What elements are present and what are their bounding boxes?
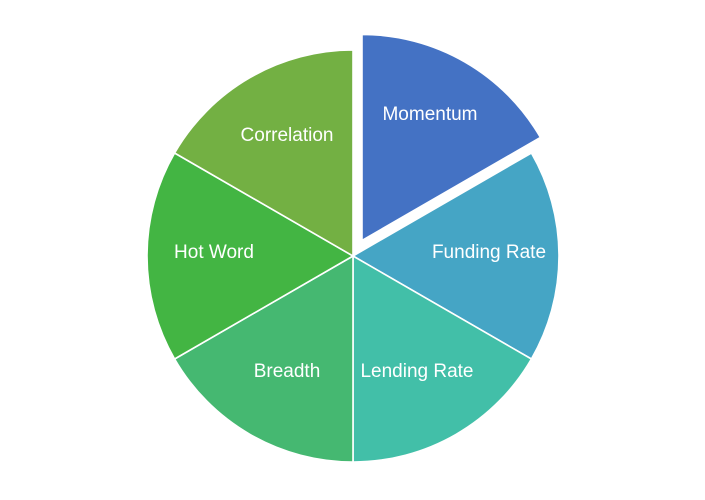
- pie-slice-label-momentum: Momentum: [382, 104, 477, 125]
- pie-slice-label-funding-rate: Funding Rate: [432, 242, 546, 263]
- pie-slice-funding-rate[interactable]: [352, 152, 560, 360]
- pie-slice-label-correlation: Correlation: [241, 125, 334, 146]
- pie-slice-correlation[interactable]: [173, 49, 354, 257]
- pie-slice-label-hot-word: Hot Word: [174, 242, 254, 263]
- pie-slice-lending-rate[interactable]: [352, 255, 533, 463]
- pie-slice-label-lending-rate: Lending Rate: [360, 361, 473, 382]
- pie-slices-group: [146, 33, 560, 463]
- pie-slice-momentum[interactable]: [361, 33, 542, 242]
- pie-slice-label-breadth: Breadth: [254, 361, 321, 382]
- pie-slice-hot-word[interactable]: [146, 152, 354, 360]
- pie-slice-breadth[interactable]: [173, 255, 354, 463]
